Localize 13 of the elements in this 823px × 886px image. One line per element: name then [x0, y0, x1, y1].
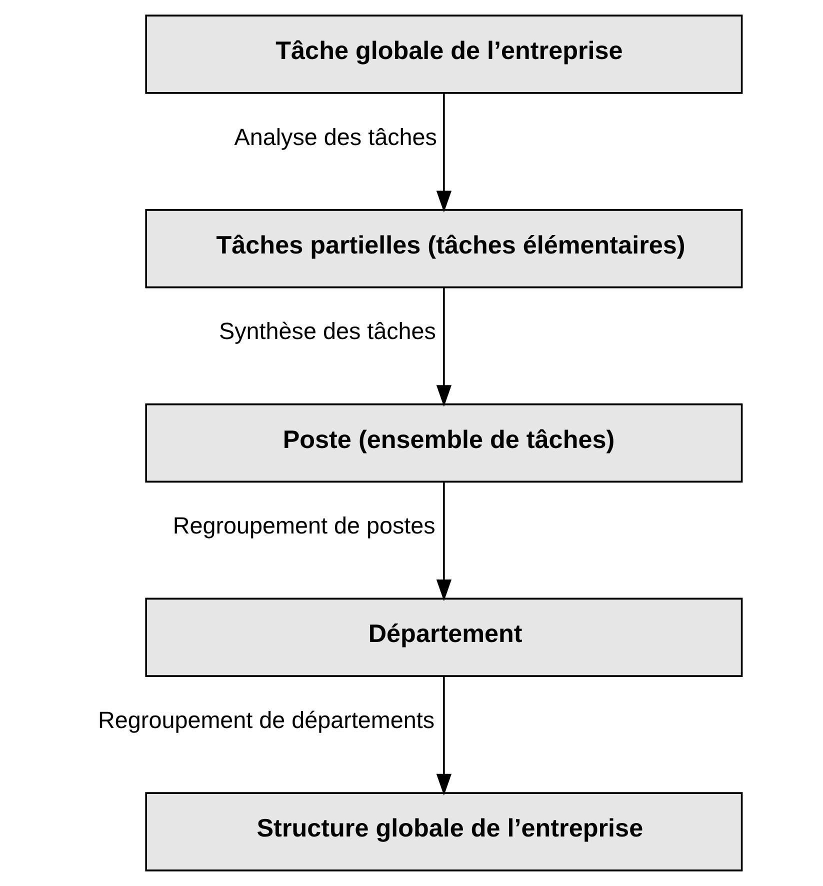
- node-box: Tâches partielles (tâches élémentaires): [144, 209, 742, 288]
- edge-label: Synthèse des tâches: [218, 318, 436, 344]
- node-box: Tâche globale de l’entreprise: [144, 14, 742, 94]
- edge-label: Regroupement de postes: [172, 512, 435, 539]
- arrow: [436, 482, 452, 602]
- arrow: [436, 288, 452, 407]
- node-box: Structure globale de l’entreprise: [144, 792, 742, 872]
- node-box: Département: [144, 598, 742, 677]
- arrow: [436, 676, 452, 796]
- edge-label: Analyse des tâches: [234, 124, 436, 150]
- node-box: Poste (ensemble de tâches): [144, 403, 742, 483]
- arrow: [436, 93, 452, 212]
- edge-label: Regroupement de départements: [98, 706, 434, 733]
